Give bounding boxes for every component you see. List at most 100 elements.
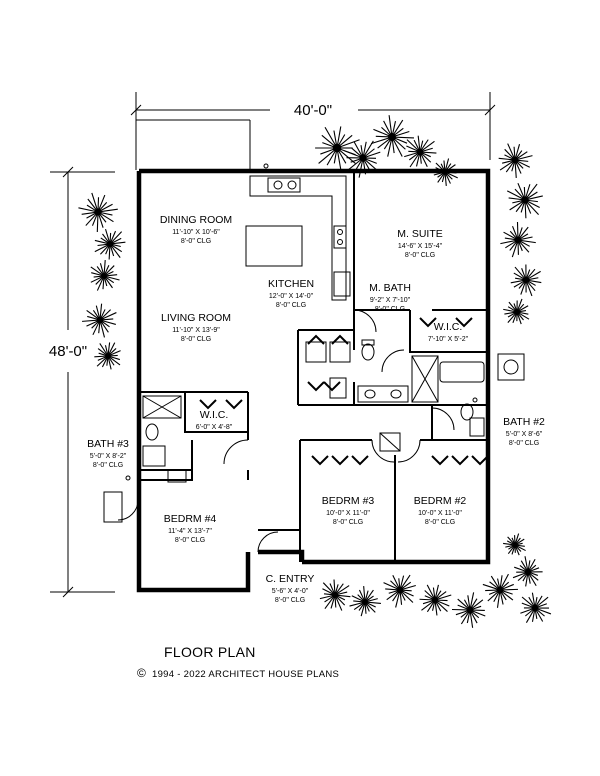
landscaping xyxy=(78,115,552,628)
room-name: DINING ROOM xyxy=(160,214,232,226)
room-size: 5'-6" X 4'-0" xyxy=(272,588,309,595)
room-size: 7'-10" X 5'-2" xyxy=(428,336,469,343)
shrub-icon xyxy=(94,228,126,260)
room-size: 5'-0" X 8'-6" xyxy=(506,431,543,438)
depth-dimension: 48'-0" xyxy=(49,343,87,360)
shrub-icon xyxy=(506,182,543,219)
room-size: 12'-0" X 14'-0" xyxy=(269,293,314,300)
room-master-bath: M. BATH 9'-2" X 7'-10" 8'-0" CLG xyxy=(369,282,411,313)
room-ceiling: 8'-0" CLG xyxy=(181,238,211,245)
closet-door-leaf xyxy=(307,381,325,392)
closet-door-leaf xyxy=(311,455,329,466)
refrigerator xyxy=(333,271,351,297)
closet-door-leaf xyxy=(331,455,349,466)
shrub-icon xyxy=(500,221,536,258)
room-size: 11'-10" X 10'-6" xyxy=(172,229,220,236)
kitchen-sink xyxy=(267,177,301,193)
room-name: BATH #3 xyxy=(87,438,129,450)
shrub-icon xyxy=(512,556,543,587)
doors xyxy=(103,163,478,553)
room-size: 10'-0" X 11'-0" xyxy=(326,510,370,517)
room-ceiling: 8'-0" CLG xyxy=(276,302,306,309)
room-bedroom-2: BEDRM #2 10'-0" X 11'-0" 8'-0" CLG xyxy=(414,495,467,526)
shrub-icon xyxy=(78,192,118,233)
shrub-icon xyxy=(419,584,452,616)
shrub-icon xyxy=(94,342,121,370)
room-bedroom-4: BEDRM #4 11'-4" X 13'-7" 8'-0" CLG xyxy=(164,513,217,544)
shrub-icon xyxy=(510,264,542,297)
room-ceiling: 8'-0" CLG xyxy=(375,306,405,313)
room-name: BEDRM #4 xyxy=(164,513,217,525)
water-heater-pad xyxy=(497,353,525,381)
room-name: W.I.C. xyxy=(434,321,463,333)
kitchen-island xyxy=(245,225,303,267)
closet-door-leaf xyxy=(451,455,469,466)
room-bath-2: BATH #2 5'-0" X 8'-6" 8'-0" CLG xyxy=(503,416,545,447)
stove xyxy=(333,225,347,249)
room-size: 11'-10" X 13'-9" xyxy=(172,327,220,334)
dryer xyxy=(329,341,351,363)
closet-door-leaf xyxy=(323,381,341,392)
closet-door-leaf xyxy=(455,317,473,328)
room-name: BEDRM #3 xyxy=(322,495,375,507)
room-name: KITCHEN xyxy=(268,278,314,290)
room-kitchen: KITCHEN 12'-0" X 14'-0" 8'-0" CLG xyxy=(268,278,314,309)
closet-door-leaf xyxy=(419,317,437,328)
shrub-icon xyxy=(383,574,416,608)
shrub-icon xyxy=(82,303,117,338)
room-name: BEDRM #2 xyxy=(414,495,467,507)
closet-door-leaf xyxy=(351,455,369,466)
exterior-walls xyxy=(136,168,491,593)
width-dimension: 40'-0" xyxy=(294,102,332,119)
copyright-text: 1994 - 2022 ARCHITECT HOUSE PLANS xyxy=(152,669,339,680)
room-name: LIVING ROOM xyxy=(161,312,231,324)
closet-doors xyxy=(199,317,489,466)
closet-door-leaf xyxy=(331,334,349,345)
shrub-icon xyxy=(404,135,437,168)
copyright-symbol: © xyxy=(137,666,146,680)
room-size: 11'-4" X 13'-7" xyxy=(168,528,212,535)
shrub-icon xyxy=(503,533,526,556)
closet-door-leaf xyxy=(431,455,449,466)
shrub-icon xyxy=(520,592,552,623)
room-ceiling: 8'-0" CLG xyxy=(509,440,539,447)
room-name: M. SUITE xyxy=(397,228,443,240)
room-entry: C. ENTRY 5'-6" X 4'-0" 8'-0" CLG xyxy=(266,573,315,604)
closet-door-leaf xyxy=(199,399,217,410)
bath-fixtures xyxy=(142,339,525,483)
vanity xyxy=(357,385,409,403)
room-ceiling: 8'-0" CLG xyxy=(275,597,305,604)
closet-door-leaf xyxy=(225,399,243,410)
room-ceiling: 8'-0" CLG xyxy=(425,519,455,526)
room-name: M. BATH xyxy=(369,282,411,294)
shrub-icon xyxy=(319,579,351,611)
room-name: W.I.C. xyxy=(200,409,229,421)
rear-porch xyxy=(135,119,251,170)
shrub-icon xyxy=(349,586,381,617)
room-bath-3: BATH #3 5'-0" X 8'-2" 8'-0" CLG xyxy=(87,438,129,469)
room-master-wic: W.I.C. 7'-10" X 5'-2" xyxy=(428,321,469,343)
room-size: 6'-0" X 4'-8" xyxy=(196,424,233,431)
closet-door-leaf xyxy=(307,334,325,345)
shrub-icon xyxy=(451,592,486,628)
shrub-icon xyxy=(315,126,360,170)
depth-dimension-line xyxy=(50,166,115,598)
room-ceiling: 8'-0" CLG xyxy=(175,537,205,544)
shower xyxy=(411,355,439,403)
room-dining: DINING ROOM 11'-10" X 10'-6" 8'-0" CLG xyxy=(160,214,232,245)
room-size: 10'-0" X 11'-0" xyxy=(418,510,462,517)
room-ceiling: 8'-0" CLG xyxy=(333,519,363,526)
shrub-icon xyxy=(503,298,530,325)
interior-walls xyxy=(139,171,488,562)
room-name: C. ENTRY xyxy=(266,573,315,585)
room-ceiling: 8'-0" CLG xyxy=(93,462,123,469)
shrub-icon xyxy=(482,573,519,608)
shrub-icon xyxy=(90,260,120,291)
room-ceiling: 8'-0" CLG xyxy=(181,336,211,343)
room-ceiling: 8'-0" CLG xyxy=(405,252,435,259)
shrub-icon xyxy=(370,115,415,157)
toilet xyxy=(361,343,375,361)
room-size: 5'-0" X 8'-2" xyxy=(90,453,127,460)
shrub-icon xyxy=(498,143,533,178)
